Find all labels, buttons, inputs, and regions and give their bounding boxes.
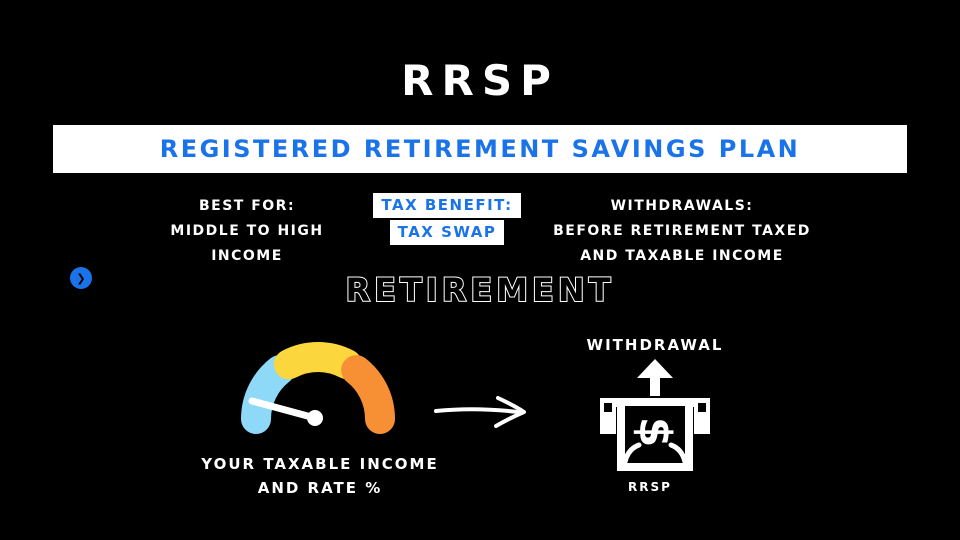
tax-benefit-line: TAX SWAP [389,220,505,245]
chevron-right-circle-icon: ❯ [70,267,92,289]
rrsp-caption: RRSP [628,480,672,494]
gauge-segment-low [240,355,295,434]
best-for-line: MIDDLE TO HIGH [170,223,324,239]
withdrawal-title: WITHDRAWAL [586,336,724,354]
gauge-needle [248,397,319,422]
taxable-income-gauge-icon [240,342,396,434]
gauge-segment-mid [273,342,363,380]
best-for-block: BEST FOR: MIDDLE TO HIGH INCOME [147,194,347,269]
gauge-caption-line: YOUR TAXABLE INCOME [201,455,439,473]
subtitle-banner-text: REGISTERED RETIREMENT SAVINGS PLAN [159,135,801,163]
tax-benefit-line: TAX BENEFIT: [373,193,521,218]
gauge-caption-line: AND RATE % [257,479,383,497]
up-arrow-icon [637,359,673,396]
subtitle-banner: REGISTERED RETIREMENT SAVINGS PLAN [53,125,907,173]
withdrawals-line: WITHDRAWALS: [610,198,754,214]
withdrawals-line: AND TAXABLE INCOME [580,248,784,264]
arrow-head [494,396,526,428]
dollar-sign: $ [630,417,681,448]
cash-withdrawal-icon: $ [600,359,710,471]
banknote: $ [617,398,693,471]
gauge-segment-high [341,355,396,434]
right-arrow-icon [434,396,526,428]
withdrawals-line: BEFORE RETIREMENT TAXED [553,223,811,239]
tax-benefit-block: TAX BENEFIT: TAX SWAP [362,193,532,247]
best-for-line: BEST FOR: [198,198,296,214]
withdrawals-block: WITHDRAWALS: BEFORE RETIREMENT TAXED AND… [542,194,822,269]
gauge-caption: YOUR TAXABLE INCOME AND RATE % [195,452,445,500]
arrow-shaft [434,407,520,414]
gauge-needle-hub [307,410,323,426]
chevron-glyph: ❯ [76,271,86,285]
best-for-line: INCOME [211,248,283,264]
page-title: RRSP [401,56,559,105]
retirement-heading: RETIREMENT [344,270,615,310]
